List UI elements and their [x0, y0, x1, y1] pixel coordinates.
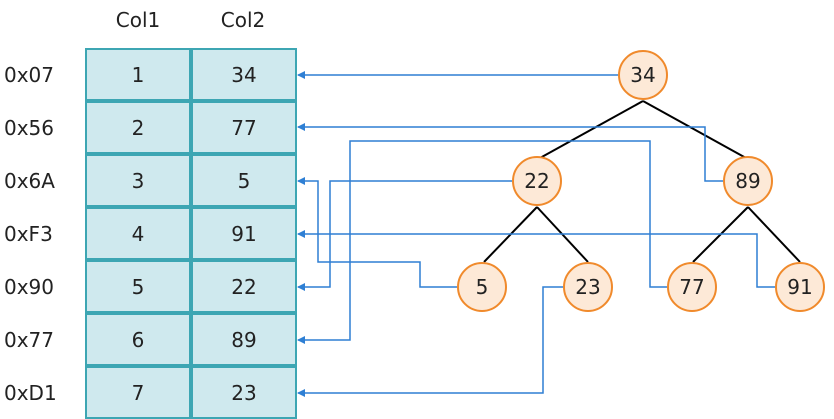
tree-edge: [539, 100, 644, 159]
tree-node: 22: [512, 156, 562, 206]
table-cell-col2: 77: [191, 101, 297, 154]
tree-node: 23: [563, 262, 613, 312]
tree-node: 5: [457, 262, 507, 312]
table-cell-col2: 34: [191, 48, 297, 101]
table-cell-col1: 5: [85, 260, 191, 313]
pointer-arrow: [297, 123, 723, 182]
pointer-arrow: [297, 140, 667, 344]
col2-header: Col2: [220, 8, 266, 32]
table-cell-col2: 5: [191, 154, 297, 207]
tree-node: 34: [618, 50, 668, 100]
pointer-arrow: [297, 230, 775, 288]
tree-node: 91: [775, 262, 825, 312]
tree-edge: [747, 206, 801, 263]
table-cell-col1: 4: [85, 207, 191, 260]
table-cell-col1: 6: [85, 313, 191, 366]
pointer-arrow: [297, 286, 563, 397]
address-label: 0x90: [4, 275, 55, 299]
table-cell-col2: 89: [191, 313, 297, 366]
tree-node: 77: [667, 262, 717, 312]
address-label: 0xD1: [4, 381, 57, 405]
table-cell-col1: 3: [85, 154, 191, 207]
address-label: 0x6A: [4, 169, 55, 193]
pointer-arrow: [297, 177, 457, 288]
address-label: 0x56: [4, 116, 55, 140]
table-cell-col2: 91: [191, 207, 297, 260]
table-cell-col1: 2: [85, 101, 191, 154]
address-label: 0x77: [4, 328, 55, 352]
tree-node: 89: [723, 156, 773, 206]
table-cell-col1: 1: [85, 48, 191, 101]
diagram-lines: [297, 71, 801, 397]
address-label: 0xF3: [4, 222, 53, 246]
tree-edge: [642, 100, 747, 159]
address-label: 0x07: [4, 63, 55, 87]
col1-header: Col1: [115, 8, 161, 32]
table-cell-col2: 22: [191, 260, 297, 313]
